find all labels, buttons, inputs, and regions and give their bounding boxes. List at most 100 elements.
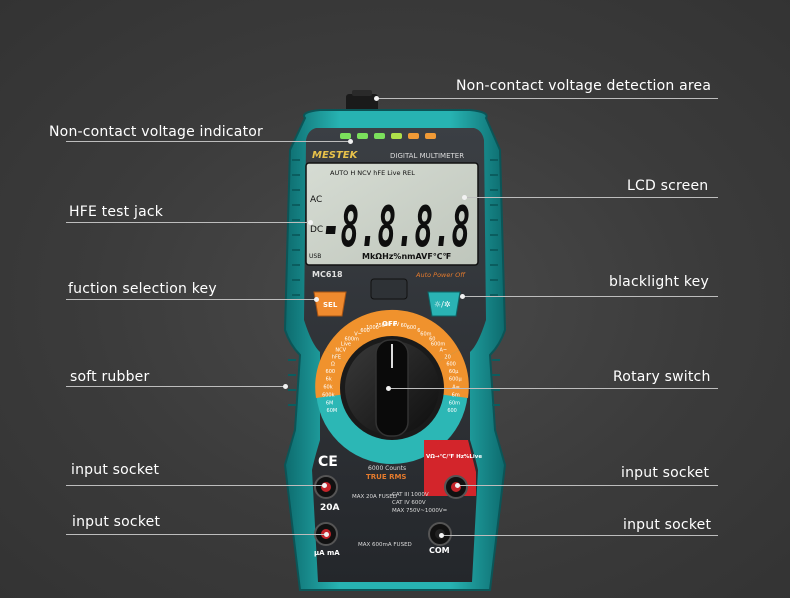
dot-function-key <box>314 297 319 302</box>
cat-rating: CAT III 1000V <box>392 492 429 498</box>
dial-mark: 60 <box>385 322 391 328</box>
max-voltage: MAX 750V~1000V= <box>392 508 448 514</box>
socket-com-label: COM <box>429 546 450 555</box>
dot-ncv-detection-area <box>374 96 379 101</box>
dial-mark: A~ <box>439 348 447 354</box>
dial-mark: Ω <box>331 361 335 367</box>
dial-mark: 600 <box>407 325 417 331</box>
function-selection-key[interactable]: SEL <box>313 291 347 317</box>
lcd-annunciators: AUTO H NCV hFE Live REL <box>330 169 415 177</box>
dial-mark: 600m <box>431 342 446 348</box>
dial-mark: 6M <box>326 400 334 406</box>
dial-mark: 60 <box>401 323 407 329</box>
dial-mark: 6k <box>326 377 332 383</box>
dot-ncv-indicator <box>348 139 353 144</box>
leader-ncv-detection-area <box>378 98 718 99</box>
socket-20a-fuse: MAX 20A FUSED <box>352 494 397 500</box>
lcd-usb-flag: USB <box>309 253 321 260</box>
label-input-socket-right-top: input socket <box>621 465 710 481</box>
device-header: DIGITAL MULTIMETER <box>390 152 464 160</box>
lcd-display: AUTO H NCV hFE Live REL AC DC USB -8.8.8… <box>305 162 479 266</box>
dial-mark: 600m <box>344 336 359 342</box>
lcd-dc-flag: DC <box>310 225 323 235</box>
label-ncv-detection-area: Non-contact voltage detection area <box>456 78 712 94</box>
dial-mark: 750 <box>375 323 385 329</box>
dot-soft-rubber <box>283 384 288 389</box>
dial-mark: 600 <box>447 408 457 414</box>
socket-ua-fuse: MAX 600mA FUSED <box>358 542 412 548</box>
label-lcd-screen: LCD screen <box>627 178 709 194</box>
dial-mark: 20 <box>444 354 450 360</box>
lcd-ac-flag: AC <box>310 195 322 205</box>
leader-input-socket-right-bottom <box>442 535 718 536</box>
cat-rating-2: CAT IV 600V <box>392 500 426 506</box>
socket-ua-label: μA mA <box>314 549 340 557</box>
leader-input-socket-left-bottom <box>66 534 326 535</box>
label-rotary-switch: Rotary switch <box>613 369 711 385</box>
dial-mark: A= <box>452 385 460 391</box>
model-label: MC618 <box>312 270 343 279</box>
dial-mark: 60m <box>420 332 431 338</box>
dial-off-label: OFF <box>382 320 398 328</box>
dot-backlight-key <box>460 294 465 299</box>
dot-hfe-jack <box>308 220 313 225</box>
label-backlight-key: blacklight key <box>609 274 709 290</box>
label-input-socket-left-top: input socket <box>71 462 160 478</box>
v-terminal-label: VΩ→℃/℉ Hz%Live <box>426 453 482 460</box>
ncv-indicator-leds <box>340 133 436 139</box>
dial-mark: 60μ <box>449 369 459 375</box>
svg-text:☼/✲: ☼/✲ <box>434 300 451 309</box>
true-rms-label: TRUE RMS <box>366 473 406 481</box>
dial-mark: 6V <box>393 322 400 328</box>
label-function-key: fuction selection key <box>68 281 217 297</box>
dial-mark: 600μ <box>449 377 463 383</box>
lcd-units: MkΩHz%nmAVF℃℉ <box>362 252 451 261</box>
leader-hfe-jack <box>66 222 310 223</box>
dial-mark: 6m <box>452 393 460 399</box>
dial-mark: 600 <box>360 328 370 334</box>
svg-text:SEL: SEL <box>323 301 338 309</box>
label-hfe-jack: HFE test jack <box>69 204 164 220</box>
leader-function-key <box>66 299 316 300</box>
hold-button[interactable] <box>370 278 408 300</box>
dial-mark: Live <box>341 342 351 348</box>
counts-label: 6000 Counts <box>368 465 406 472</box>
label-ncv-indicator: Non-contact voltage indicator <box>49 124 263 140</box>
label-input-socket-right-bottom: input socket <box>623 517 712 533</box>
auto-power-off-label: Auto Power Off <box>415 271 466 279</box>
dial-range-markings: 60M6M600k60k6k600ΩhFENCVLive600mV~600100… <box>322 322 462 414</box>
leader-lcd-screen <box>466 197 718 198</box>
dot-rotary-switch <box>386 386 391 391</box>
dot-input-socket-right-top <box>455 483 460 488</box>
leader-ncv-indicator <box>66 141 350 142</box>
dial-mark: 600k <box>322 393 335 399</box>
leader-input-socket-left-top <box>66 485 324 486</box>
dial-mark: 60m <box>449 400 460 406</box>
ce-mark: CE <box>318 454 338 470</box>
dial-mark: 60k <box>323 385 332 391</box>
dot-input-socket-left-top <box>322 483 327 488</box>
leader-input-socket-right-top <box>458 485 718 486</box>
label-input-socket-left-bottom: input socket <box>72 514 161 530</box>
dial-mark: 1000 <box>366 325 379 331</box>
dial-mark: 6 <box>417 328 420 334</box>
side-grip-ridges <box>288 159 500 406</box>
dial-mark: V~ <box>354 332 362 338</box>
leader-rotary-switch <box>388 388 718 389</box>
dial-mark: 600 <box>326 369 336 375</box>
dot-input-socket-left-bottom <box>324 532 329 537</box>
dial-mark: hFE <box>332 354 341 360</box>
backlight-key[interactable]: ☼/✲ <box>427 291 461 317</box>
dial-mark: 60 <box>429 336 435 342</box>
dot-lcd-screen <box>462 195 467 200</box>
leader-soft-rubber <box>66 386 286 387</box>
socket-20a-label: 20A <box>320 503 340 513</box>
dot-input-socket-right-bottom <box>439 533 444 538</box>
dial-mark: 600 <box>446 361 456 367</box>
lcd-digits: -8.8.8.8 <box>322 195 470 260</box>
dial-mark: NCV <box>335 348 346 354</box>
leader-backlight-key <box>462 296 718 297</box>
brand-logo: MESTEK <box>312 150 359 161</box>
